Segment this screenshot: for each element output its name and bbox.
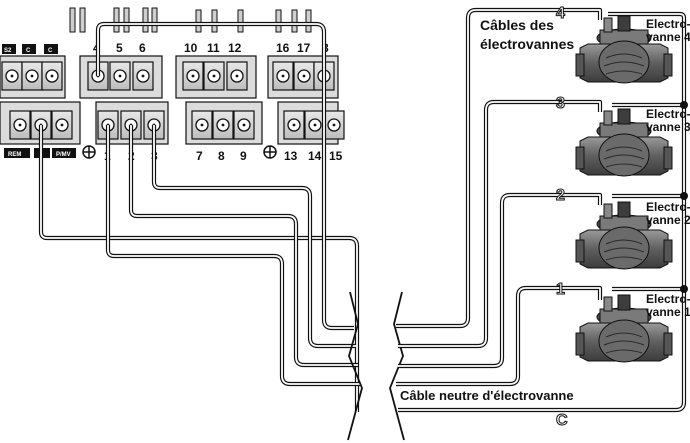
terminal-number: 10: [184, 41, 198, 55]
terminal-tag: P/MV: [56, 152, 71, 158]
terminal-tag: C: [48, 48, 53, 54]
terminal-number: 6: [139, 41, 146, 55]
cables-title: Câbles des: [480, 17, 554, 33]
valve-label: vanne 2: [646, 213, 690, 227]
terminal-number: 8: [218, 149, 225, 163]
terminal-number: 14: [308, 149, 322, 163]
terminal-number: 7: [196, 149, 203, 163]
wire-break-marks: [347, 291, 405, 441]
terminal-number: 5: [116, 41, 123, 55]
valve-label: Electro-: [646, 292, 690, 306]
terminal-number: 16: [276, 41, 290, 55]
wire-number: 2: [556, 187, 565, 204]
wire-number: 3: [556, 95, 565, 112]
terminal-tag: REM: [8, 152, 21, 158]
valve-label: Electro-: [646, 17, 690, 31]
valve-label: vanne 1: [646, 305, 690, 319]
valve-label: Electro-: [646, 107, 690, 121]
valve-label: Electro-: [646, 200, 690, 214]
terminal-number: 13: [284, 149, 298, 163]
terminal-tag: C: [26, 48, 31, 54]
terminal-number: 12: [228, 41, 242, 55]
neutral-cable-label: Câble neutre d'électrovanne: [400, 388, 574, 403]
common-wire-marker: C: [556, 412, 568, 429]
wire-number: 4: [556, 5, 565, 22]
wires-right: [396, 7, 688, 413]
terminal-number: 17: [297, 41, 311, 55]
controller-terminal-strip: S2 C C REM P/MV 4 5 6 10 11 12 16 17 8 1…: [0, 7, 345, 163]
wire-number: 1: [556, 281, 565, 298]
terminal-number: 15: [329, 149, 343, 163]
valve-label: vanne 3: [646, 120, 690, 134]
terminal-number: 9: [240, 149, 247, 163]
valve-label: vanne 4: [646, 30, 690, 44]
wires-left: [38, 21, 360, 412]
cables-title: électrovannes: [480, 36, 574, 52]
terminal-tag: S2: [4, 48, 12, 54]
ground-screw-icon: [263, 145, 277, 159]
terminal-number: 11: [207, 41, 220, 55]
ground-screw-icon: [82, 145, 96, 159]
